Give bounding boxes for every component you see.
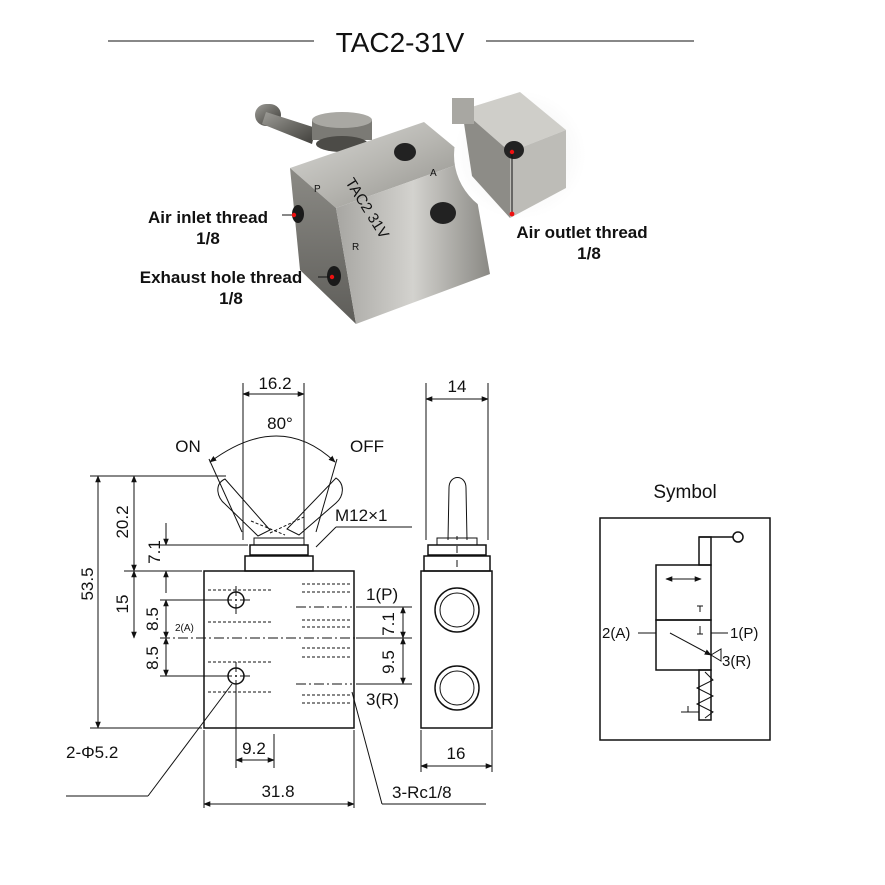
side-port-upper [434,587,480,633]
front-view-drawing: 16.2 80° ON OFF M12×1 53.5 20.2 7.1 15 8… [66,374,486,808]
exhaust-port [327,266,341,286]
side-port-lower [434,665,480,711]
side-body [420,570,493,729]
outlet-size: 1/8 [577,244,601,263]
symbol-port-3r: 3(R) [722,653,751,670]
pneumatic-symbol: Symbol 2(A) 1(P) 3(R) [599,482,771,741]
outlet-port [504,141,524,159]
front-hole [430,202,456,224]
dim-31-8: 31.8 [261,782,294,801]
callouts: Air inlet thread 1/8 Exhaust hole thread… [140,149,648,308]
body-port-r: R [352,242,359,253]
front-levers [217,477,343,537]
front-body [203,570,355,729]
label-on: ON [175,437,201,456]
thread-callout: M12×1 [335,506,387,525]
dim-16-2: 16.2 [258,374,291,393]
exhaust-size: 1/8 [219,289,243,308]
dim-20-2: 20.2 [113,505,132,538]
dim-16: 16 [447,744,466,763]
dim-53-5: 53.5 [78,567,97,600]
product-photo: TAC2 31V P A R Air inlet thread 1/8 Exha… [140,91,648,324]
label-off: OFF [350,437,384,456]
dim-7-1-top: 7.1 [145,540,164,564]
port-1p: 1(P) [366,585,398,604]
dim-7-1-right: 7.1 [379,612,398,636]
symbol-port-1p: 1(P) [730,625,758,642]
dim-15: 15 [113,595,132,614]
dim-14: 14 [448,377,467,396]
top-hole [394,143,416,161]
side-view-drawing: 14 16 [420,377,493,772]
rc-callout: 3-Rc1/8 [392,783,452,802]
dim-9-5: 9.5 [379,650,398,674]
symbol-title: Symbol [653,482,716,503]
inlet-port [292,205,304,223]
symbol-frame [599,517,771,741]
body-port-a: A [430,168,437,179]
inlet-size: 1/8 [196,229,220,248]
valve-body: TAC2 31V P A R [290,122,490,324]
port-3r: 3(R) [366,690,399,709]
page-title: TAC2-31V [336,27,465,58]
title-block: TAC2-31V [108,27,694,58]
exhaust-label: Exhaust hole thread [140,268,302,287]
toggle-lever [255,104,372,152]
body-port-p: P [314,184,321,195]
dim-8-5-lower: 8.5 [143,646,162,670]
dim-angle-80: 80° [267,414,293,433]
symbol-port-2a: 2(A) [602,625,630,642]
holes-callout: 2-Φ5.2 [66,743,118,762]
inlet-label: Air inlet thread [148,208,268,227]
port-a-small: 2(A) [175,623,194,634]
outlet-label: Air outlet thread [516,223,647,242]
dim-9-2: 9.2 [242,739,266,758]
dim-8-5-upper: 8.5 [143,607,162,631]
outlet-inset [452,91,586,219]
